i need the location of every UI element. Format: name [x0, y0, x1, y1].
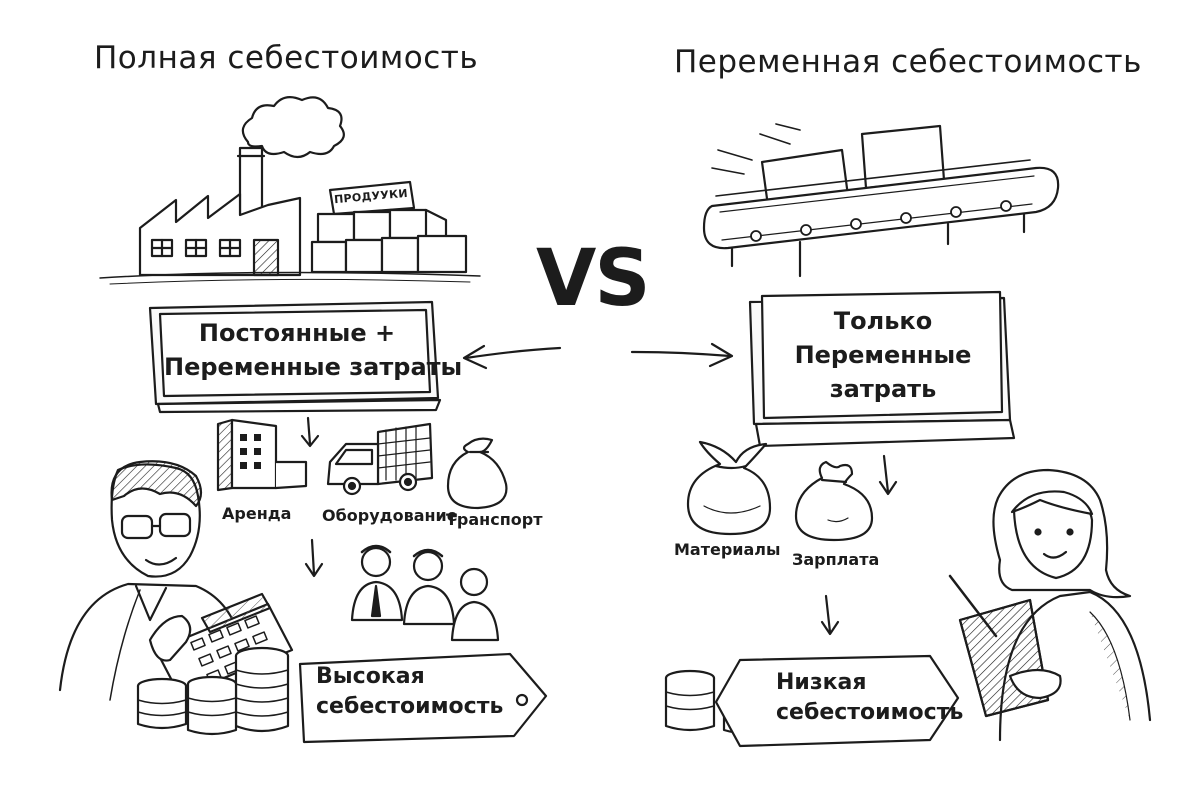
- transport-label: Транспорт: [446, 510, 543, 529]
- low-cost-line1: Низкая: [776, 670, 867, 695]
- salary-label: Зарплата: [792, 550, 880, 569]
- left-box-line2: Переменные затраты: [164, 353, 463, 381]
- truck-icon: [326, 422, 434, 496]
- rent-label: Аренда: [222, 504, 292, 523]
- high-cost-tag: [298, 652, 548, 744]
- low-cost-tag: [714, 654, 960, 748]
- arrow-down-icon: [882, 454, 890, 494]
- money-bag-icon: [446, 437, 508, 510]
- salary-bag-icon: [794, 460, 874, 542]
- conveyor-belt-icon: [702, 123, 1060, 278]
- materials-label: Материалы: [674, 540, 781, 559]
- low-cost-text: Низкая себестоимость: [776, 668, 963, 728]
- vs-label: VS: [536, 234, 651, 324]
- arrow-down-icon: [310, 538, 316, 576]
- high-cost-line1: Высокая: [316, 664, 425, 689]
- office-building-icon: [216, 418, 308, 492]
- equipment-label: Оборудование: [322, 506, 458, 525]
- right-box-text: Только Переменные затрать: [764, 304, 1002, 406]
- right-box-line2: Переменные: [794, 341, 972, 369]
- coin-stacks-icon: [136, 646, 290, 736]
- right-cost-box: [748, 290, 1016, 448]
- factory-icon: [99, 95, 481, 285]
- low-cost-line2: себестоимость: [776, 700, 964, 725]
- high-cost-line2: себестоимость: [316, 694, 504, 719]
- high-cost-text: Высокая себестоимость: [316, 662, 503, 722]
- left-box-line1: Постоянные +: [198, 319, 396, 347]
- arrow-down-icon: [824, 594, 832, 634]
- woman-with-clipboard-icon: [948, 468, 1152, 742]
- left-title: Полная себестоимость: [94, 40, 479, 76]
- left-box-text: Постоянные + Переменные затраты: [164, 316, 463, 384]
- arrow-right-icon: [630, 342, 734, 368]
- right-box-line1: Только: [833, 307, 933, 335]
- product-crates-icon: [310, 180, 468, 274]
- employees-icon: [350, 544, 500, 642]
- arrow-left-icon: [462, 344, 562, 370]
- right-box-line3: затрать: [829, 375, 937, 403]
- right-title: Переменная себестоимость: [674, 44, 1142, 80]
- materials-bag-icon: [686, 440, 772, 536]
- arrow-down-icon: [306, 416, 312, 446]
- left-cost-box: [148, 300, 442, 414]
